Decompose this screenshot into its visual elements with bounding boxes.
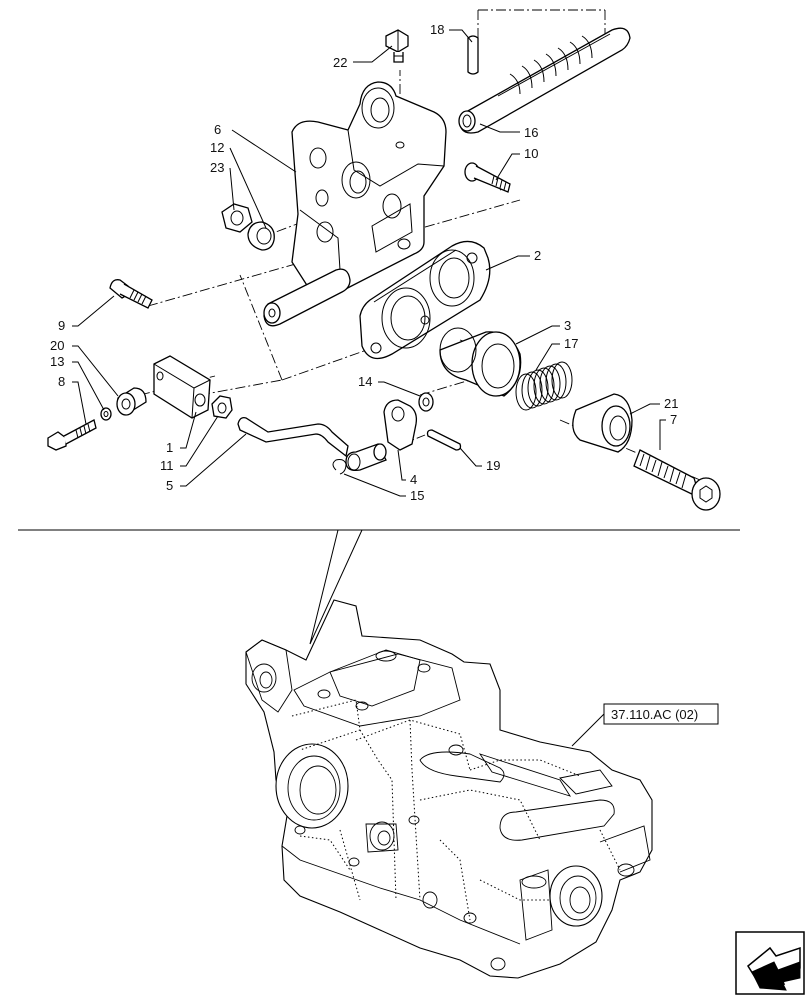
return-arrow-icon[interactable] (735, 931, 805, 995)
part-7-cap-screw (633, 449, 721, 511)
part-10-bolt (464, 162, 511, 193)
callout-1: 1 (166, 440, 173, 455)
part-5-rod (237, 416, 349, 458)
callout-16: 16 (524, 125, 538, 140)
part-2-gasket (359, 240, 491, 360)
callout-labels: 22 18 16 10 6 12 23 2 3 17 14 9 20 13 8 … (50, 22, 678, 503)
part-13-washer (100, 407, 112, 421)
part-9-bolt (109, 279, 153, 309)
callout-20: 20 (50, 338, 64, 353)
part-3-piston (439, 327, 522, 397)
part-20-bushing (116, 387, 147, 416)
callout-13: 13 (50, 354, 64, 369)
callout-22: 22 (333, 55, 347, 70)
part-23-nut (221, 203, 253, 233)
callout-14: 14 (358, 374, 372, 389)
callout-19: 19 (486, 458, 500, 473)
part-15-circlip (332, 459, 347, 475)
reference-link[interactable]: 37.110.AC (02) (571, 703, 719, 747)
callout-6: 6 (214, 122, 221, 137)
callout-11: 11 (160, 458, 174, 473)
callout-23: 23 (210, 160, 224, 175)
callout-21: 21 (664, 396, 678, 411)
callout-18: 18 (430, 22, 444, 37)
reference-box[interactable] (603, 703, 719, 725)
reference-label: 37.110.AC (02) (611, 707, 698, 722)
callout-17: 17 (564, 336, 578, 351)
callout-8: 8 (58, 374, 65, 389)
callout-4: 4 (410, 472, 417, 487)
lift-housing-assembly (245, 599, 653, 979)
callout-2: 2 (534, 248, 541, 263)
callout-15: 15 (410, 488, 424, 503)
part-6-lever-housing (263, 81, 447, 327)
part-14-washer (418, 392, 434, 412)
callout-5: 5 (166, 478, 173, 493)
part-1-block (153, 355, 211, 419)
part-18-pin (467, 35, 479, 75)
part-11-nut (211, 395, 233, 419)
callout-12: 12 (210, 140, 224, 155)
part-17-spring (515, 361, 573, 411)
part-4-lever (345, 399, 418, 471)
callout-3: 3 (564, 318, 571, 333)
callout-10: 10 (524, 146, 538, 161)
part-16-shaft (458, 27, 631, 134)
section-separator (18, 529, 740, 645)
callout-7: 7 (670, 412, 677, 427)
callout-9: 9 (58, 318, 65, 333)
part-12-washer (247, 221, 275, 251)
part-8-bolt (47, 419, 97, 451)
part-21-sleeve (572, 393, 633, 453)
part-19-pin (426, 429, 462, 451)
leader-lines (72, 29, 666, 497)
part-22-grease-nipple (385, 29, 409, 63)
